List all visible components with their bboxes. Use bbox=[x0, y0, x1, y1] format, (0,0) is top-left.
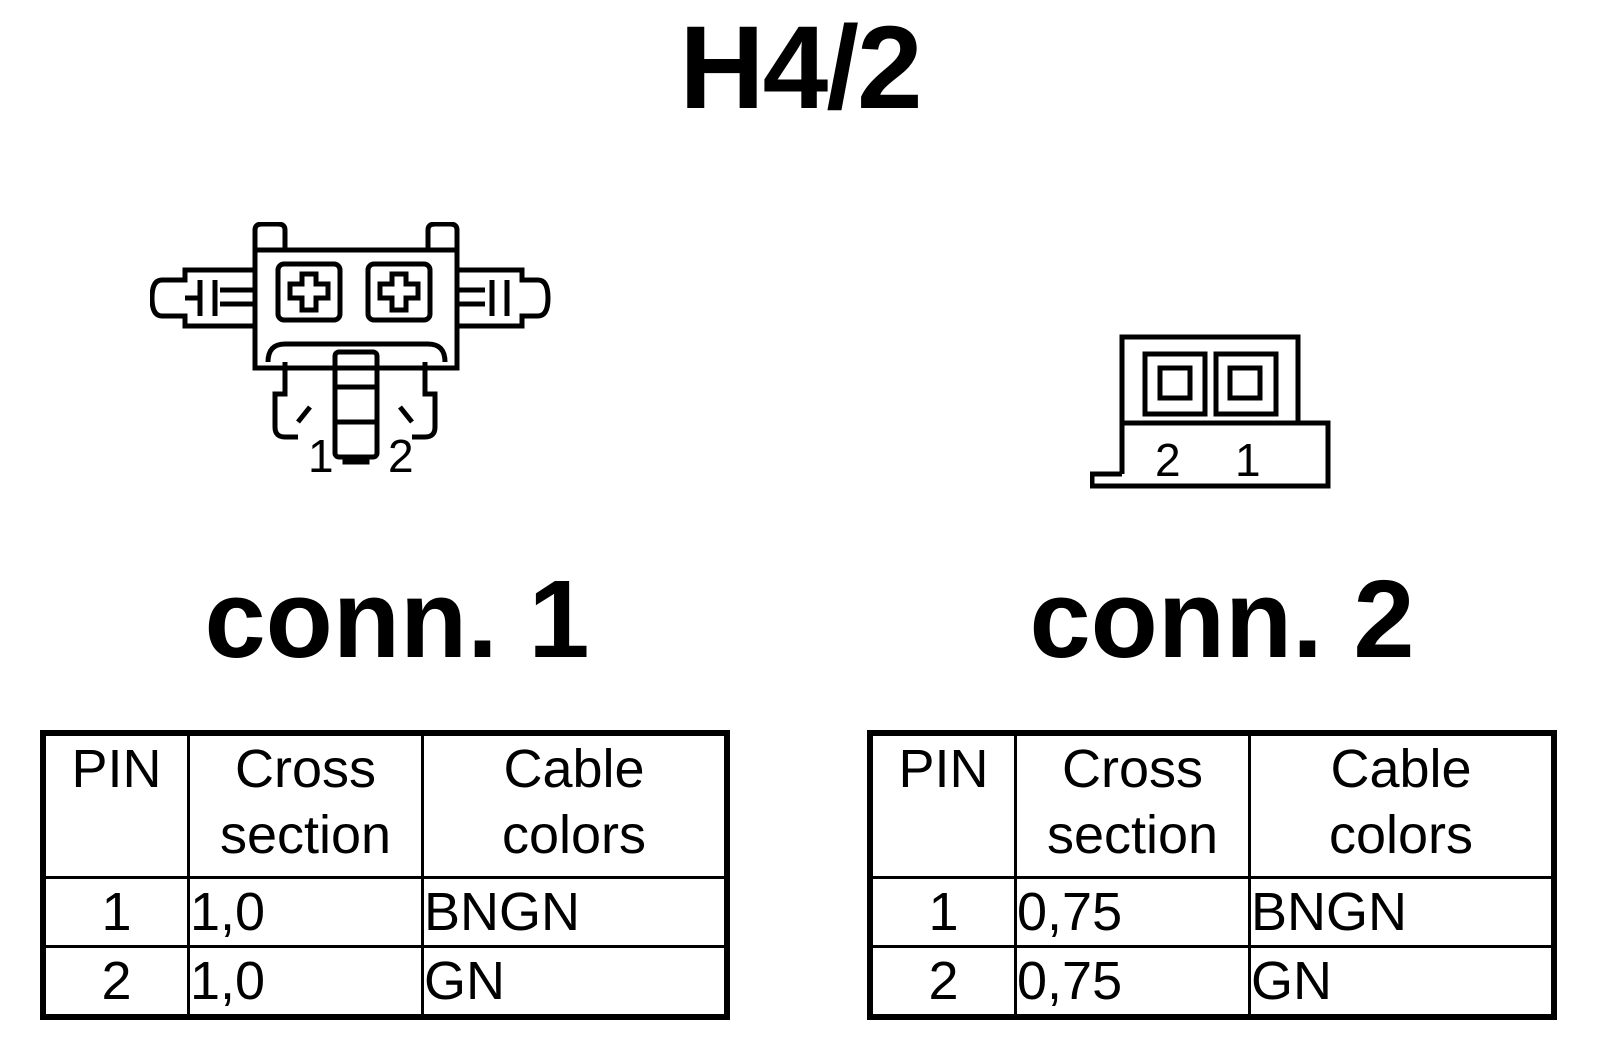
table-row: 2 1,0 GN bbox=[41, 945, 729, 1019]
cable-color-cell: BNGN bbox=[1248, 876, 1556, 948]
connector-2-label: conn. 2 bbox=[1029, 558, 1415, 681]
connector-1-pin-label: 1 bbox=[308, 430, 334, 482]
cable-color-cell: GN bbox=[1248, 945, 1556, 1019]
connector-2-pin-table: PIN Cross section Cable colors 1 0,75 BN… bbox=[867, 730, 1557, 1020]
header-cable-colors: Cable colors bbox=[421, 731, 729, 879]
connector-2-drawing: 2 1 bbox=[1090, 334, 1331, 489]
cross-section-cell: 0,75 bbox=[1014, 876, 1251, 948]
header-pin: PIN bbox=[868, 731, 1017, 879]
pin-cell: 1 bbox=[868, 876, 1017, 948]
cable-color-cell: BNGN bbox=[421, 876, 729, 948]
table-header-row: PIN Cross section Cable colors bbox=[868, 731, 1556, 879]
connector-1-pin-label: 2 bbox=[388, 430, 414, 482]
pin-cell: 2 bbox=[868, 945, 1017, 1019]
header-pin: PIN bbox=[41, 731, 190, 879]
pin-cell: 1 bbox=[41, 876, 190, 948]
cable-color-cell: GN bbox=[421, 945, 729, 1019]
cross-section-cell: 1,0 bbox=[187, 945, 424, 1019]
header-cable-colors: Cable colors bbox=[1248, 731, 1556, 879]
connector-2-pin-label: 1 bbox=[1235, 434, 1261, 486]
header-cross-section: Cross section bbox=[187, 731, 424, 879]
connector-1-pin-table: PIN Cross section Cable colors 1 1,0 BNG… bbox=[40, 730, 730, 1020]
header-cross-section: Cross section bbox=[1014, 731, 1251, 879]
table-row: 1 1,0 BNGN bbox=[41, 876, 729, 948]
table-row: 1 0,75 BNGN bbox=[868, 876, 1556, 948]
connector-2-pin-label: 2 bbox=[1155, 434, 1181, 486]
cross-section-cell: 1,0 bbox=[187, 876, 424, 948]
pin-cell: 2 bbox=[41, 945, 190, 1019]
table-header-row: PIN Cross section Cable colors bbox=[41, 731, 729, 879]
cross-section-cell: 0,75 bbox=[1014, 945, 1251, 1019]
table-row: 2 0,75 GN bbox=[868, 945, 1556, 1019]
page-title: H4/2 bbox=[679, 2, 922, 134]
connector-1-label: conn. 1 bbox=[204, 558, 590, 681]
connector-1-drawing: 1 2 bbox=[150, 222, 551, 482]
